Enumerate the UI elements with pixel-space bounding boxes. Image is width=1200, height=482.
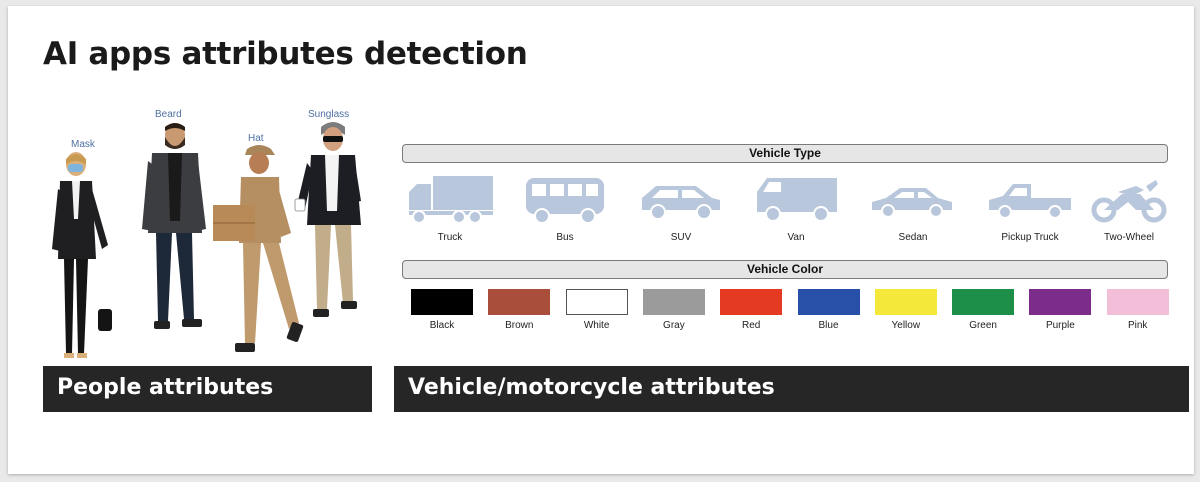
bearded-man-figure — [142, 123, 206, 329]
color-swatch-label: Blue — [818, 320, 839, 331]
vehicle-attributes-banner: Vehicle/motorcycle attributes — [394, 366, 1189, 412]
color-swatch — [1106, 289, 1169, 315]
color-swatch — [411, 289, 473, 315]
vehicle-type-label: Van — [787, 232, 805, 243]
color-swatch — [1029, 289, 1092, 315]
people-attributes-banner: People attributes — [43, 366, 372, 412]
color-swatch-label: Gray — [663, 320, 685, 331]
sedan-icon — [872, 188, 952, 218]
color-swatch-item: Red — [719, 289, 783, 331]
sunglass-label: Sunglass — [308, 109, 350, 120]
vehicle-type-label: Two-Wheel — [1103, 232, 1154, 243]
woman-with-mask-figure — [52, 152, 112, 358]
suv-icon — [642, 186, 720, 220]
color-swatch-label: Black — [429, 320, 455, 331]
vehicle-type-pickup-truck: Pickup Truck — [975, 174, 1085, 243]
color-swatch-item: Gray — [642, 289, 706, 331]
vehicle-type-label: Sedan — [898, 232, 928, 243]
bus-icon — [526, 178, 604, 224]
hat-label: Hat — [248, 133, 264, 144]
color-swatch-label: Brown — [505, 320, 534, 331]
vehicle-type-van: Van — [741, 174, 851, 243]
vehicle-color-header: Vehicle Color — [402, 260, 1168, 279]
slide-title: AI apps attributes detection — [43, 36, 528, 72]
pickup-truck-icon — [989, 184, 1071, 219]
color-swatch-label: Green — [969, 320, 997, 331]
color-swatch-item: Pink — [1106, 289, 1170, 331]
vehicle-type-truck: Truck — [395, 174, 505, 243]
motorcycle-icon — [1091, 180, 1167, 223]
color-swatch-item: White — [565, 289, 629, 331]
vehicle-type-label: Truck — [437, 232, 463, 243]
van-icon — [757, 178, 837, 222]
color-swatch — [797, 289, 860, 315]
color-swatch — [952, 289, 1015, 315]
color-swatch-label: White — [583, 320, 610, 331]
color-swatch-label: Purple — [1045, 320, 1075, 331]
color-swatch — [488, 289, 551, 315]
vehicle-type-two-wheel: Two-Wheel — [1074, 174, 1184, 243]
color-swatch-label: Red — [742, 320, 761, 331]
color-swatch — [874, 289, 937, 315]
mask-label: Mask — [71, 139, 95, 150]
vehicle-type-label: Pickup Truck — [1001, 232, 1059, 243]
color-swatch-item: Purple — [1028, 289, 1092, 331]
color-swatch — [642, 289, 705, 315]
vehicle-type-bus: Bus — [510, 174, 620, 243]
truck-icon — [409, 176, 493, 224]
man-with-sunglasses-figure — [294, 122, 361, 317]
slide: AI apps attributes detection Mask Beard … — [8, 6, 1194, 474]
color-swatch-item: Green — [951, 289, 1015, 331]
people-illustration: Mask Beard Hat Sunglass — [43, 101, 373, 366]
beard-label: Beard — [155, 109, 182, 120]
color-swatch-item: Yellow — [874, 289, 938, 331]
color-swatch-label: Pink — [1127, 320, 1148, 331]
vehicle-type-header: Vehicle Type — [402, 144, 1168, 163]
vehicle-type-suv: SUV — [626, 174, 736, 243]
color-swatch-label: Yellow — [891, 320, 921, 331]
color-swatch-item: Black — [410, 289, 474, 331]
vehicle-type-sedan: Sedan — [858, 174, 968, 243]
color-swatch — [565, 289, 628, 315]
vehicle-type-label: SUV — [670, 232, 692, 243]
color-swatch-item: Blue — [797, 289, 861, 331]
color-swatch — [720, 289, 783, 315]
vehicle-type-label: Bus — [556, 232, 574, 243]
man-with-hat-figure — [213, 145, 304, 352]
color-swatch-item: Brown — [487, 289, 551, 331]
